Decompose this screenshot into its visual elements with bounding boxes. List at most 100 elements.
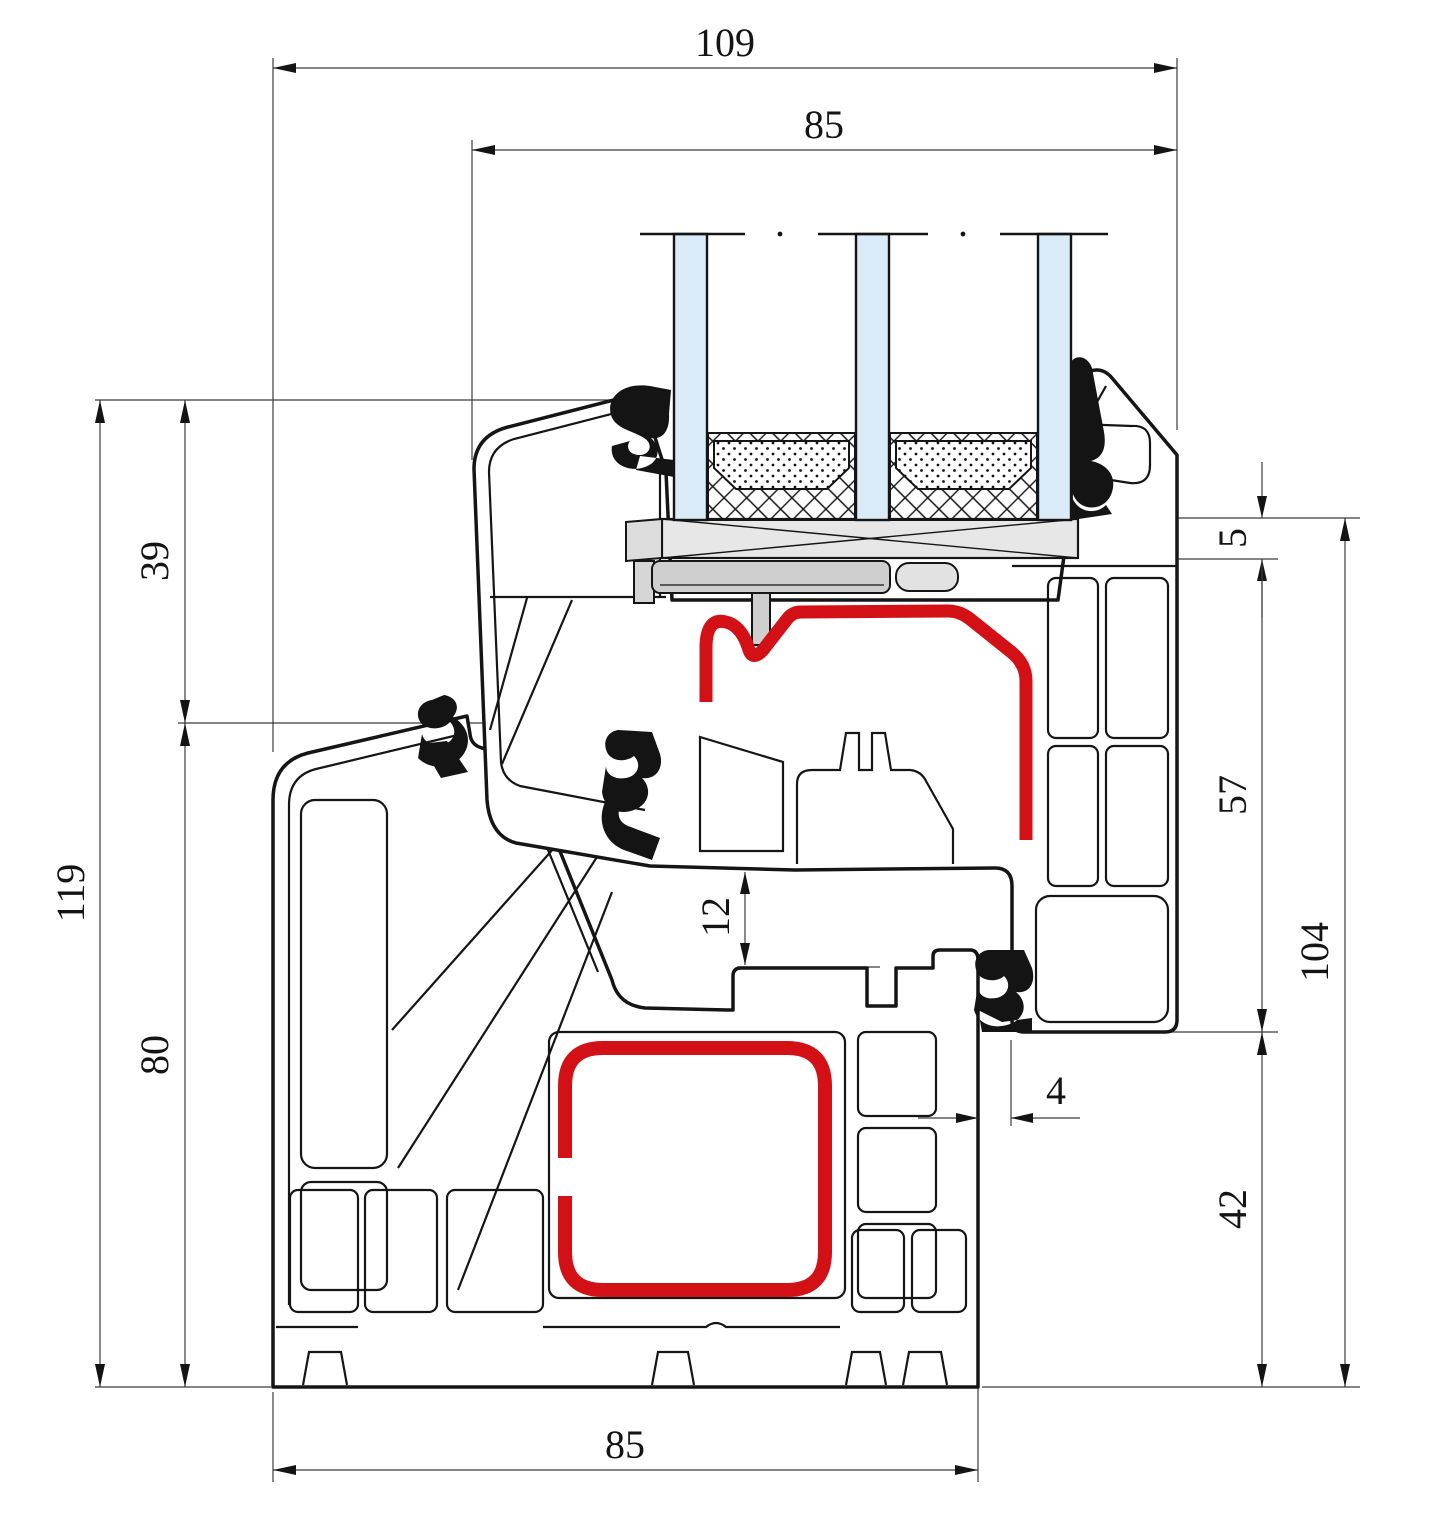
dim-arrow — [740, 943, 750, 965]
frame-strut — [397, 845, 605, 1169]
spacer-desiccant-dots — [714, 441, 849, 489]
frame-chamber — [856, 1126, 938, 1214]
frame-chamber — [856, 1222, 938, 1300]
sash-inner-wall — [487, 402, 651, 812]
sash-chamber — [1034, 894, 1170, 1024]
dim-label-air-clearance: 4 — [1046, 1068, 1066, 1113]
frame-foot — [650, 1350, 696, 1386]
dim-arrow — [1011, 1113, 1033, 1123]
gasket-centre-seal — [601, 730, 662, 860]
frame-inner-wall — [287, 732, 463, 1305]
dim-arrow — [1257, 496, 1267, 518]
dim-arrow — [1340, 518, 1350, 541]
dim-label-combined-height: 104 — [1292, 922, 1337, 982]
dimension-mid-height — [1257, 559, 1267, 1032]
sash-chamber — [1104, 744, 1170, 888]
sash-chamber — [1046, 576, 1100, 740]
dim-arrow — [1154, 63, 1177, 73]
dim-arrow — [180, 400, 190, 423]
dim-label-sash-upper-height: 39 — [132, 541, 177, 581]
dim-label-overall-height: 119 — [48, 864, 93, 923]
frame-strut — [456, 891, 614, 1291]
frame-chamber — [363, 1188, 439, 1314]
frame-chamber — [288, 1188, 360, 1314]
glass-pane-middle — [854, 232, 891, 522]
dim-label-sash-width: 85 — [804, 102, 844, 147]
dim-arrow — [273, 1465, 296, 1475]
sash-chamber — [698, 735, 785, 853]
frame-chamber — [910, 1228, 968, 1314]
dim-arrow — [472, 145, 495, 155]
frame-foot — [844, 1350, 888, 1386]
gasket-glazing-inner — [1071, 357, 1114, 520]
dim-label-mid-height: 57 — [1210, 775, 1255, 815]
dim-arrow — [1257, 1009, 1267, 1032]
glazing-bridge — [651, 560, 891, 594]
spacer-bar — [889, 432, 1038, 521]
dimension-sash-upper-height — [180, 400, 190, 723]
break-dot — [777, 231, 783, 237]
gasket-glazing-outer — [610, 385, 674, 477]
dimension-labels: 109 85 39 119 80 5 57 104 42 12 4 85 — [48, 20, 1337, 1467]
glazing-packer — [895, 562, 959, 592]
dim-arrow — [273, 63, 296, 73]
dim-arrow — [1340, 1364, 1350, 1387]
dimension-overall-depth — [273, 63, 1177, 73]
frame-inner-walls — [276, 732, 968, 1386]
dimension-sash-width — [472, 145, 1177, 155]
frame-chamber — [850, 1228, 906, 1314]
break-dot — [960, 231, 966, 237]
dimensions — [95, 63, 1350, 1475]
dim-label-glass-cover: 5 — [1210, 528, 1255, 548]
sash-chamber — [1104, 576, 1170, 740]
dim-label-frame-height: 80 — [132, 1035, 177, 1075]
glass-pane-outer — [672, 232, 709, 522]
spacer-bar — [707, 432, 856, 521]
frame-steel-chamber — [547, 1030, 847, 1300]
glass-pane-inner — [1036, 232, 1073, 522]
dim-label-frame-width: 85 — [605, 1422, 645, 1467]
glazing-packer — [625, 517, 663, 563]
sash-chamber — [1046, 744, 1100, 888]
dim-arrow — [740, 872, 750, 894]
frame-foot — [901, 1350, 949, 1386]
dim-label-rebate-gap: 12 — [693, 897, 738, 937]
frame-chamber — [299, 798, 389, 1170]
dim-arrow — [180, 1364, 190, 1387]
sash-hardware-groove — [795, 731, 955, 864]
dim-arrow — [1154, 145, 1177, 155]
dimension-overall-height — [95, 400, 105, 1387]
frame-chamber — [856, 1030, 938, 1118]
steel-reinforcements — [558, 604, 1033, 1297]
frame-chamber — [299, 1180, 389, 1292]
gaskets — [417, 357, 1114, 1032]
dim-arrow — [1257, 1364, 1267, 1387]
dimension-frame-lower-height — [1257, 1032, 1267, 1387]
dim-arrow — [956, 1113, 978, 1123]
dim-label-overall-depth: 109 — [695, 20, 755, 65]
gasket-frame-inner — [974, 950, 1034, 1032]
frame-chamber — [445, 1188, 545, 1314]
sash-strut — [500, 599, 574, 765]
steel-reinforcement-frame — [558, 1041, 832, 1297]
dim-arrow — [180, 700, 190, 723]
dim-arrow — [1257, 1032, 1267, 1055]
dimension-frame-width — [273, 1465, 978, 1475]
gasket-frame-outer — [417, 695, 468, 778]
frame-foot — [301, 1350, 349, 1386]
sash-strut — [488, 597, 529, 731]
dimension-combined-height — [1340, 518, 1350, 1387]
dim-arrow — [95, 400, 105, 423]
steel-reinforcement-sash — [699, 604, 1033, 840]
frame-floor-line — [543, 1321, 840, 1329]
dimension-rebate-gap — [740, 872, 750, 965]
dimension-air-clearance — [918, 1113, 1080, 1123]
dim-arrow — [95, 1364, 105, 1387]
dim-arrow — [180, 723, 190, 746]
dimension-frame-height — [180, 723, 190, 1387]
spacer-desiccant-dots — [896, 441, 1031, 489]
dim-arrow — [955, 1465, 978, 1475]
dim-label-frame-lower-height: 42 — [1210, 1189, 1255, 1229]
